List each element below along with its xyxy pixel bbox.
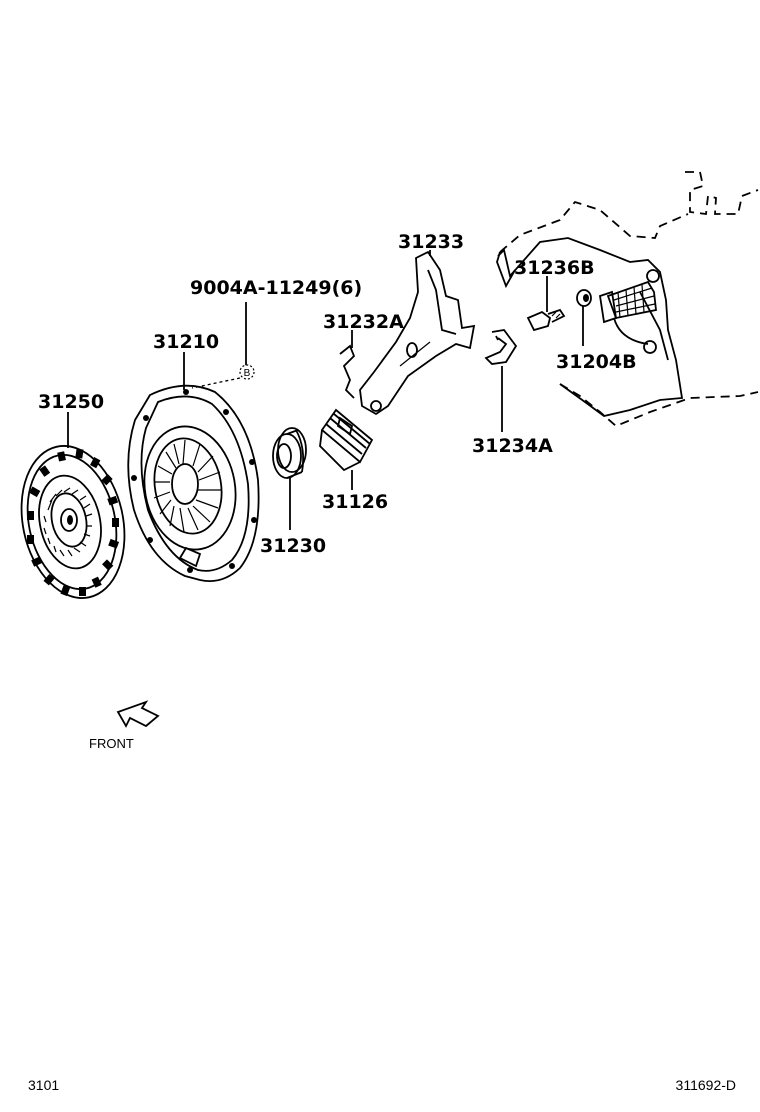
spring-clip — [339, 344, 356, 399]
clip-ring — [576, 289, 592, 307]
front-arrow-icon — [116, 700, 160, 728]
part-label-31236b: 31236B — [514, 257, 595, 279]
front-label: FRONT — [89, 736, 134, 751]
footer-right-code: 311692-D — [676, 1077, 736, 1093]
leader-lines — [67, 250, 584, 530]
release-fork — [359, 250, 476, 416]
reference-marker-b-label: B — [244, 368, 251, 379]
transmission-housing — [496, 171, 759, 428]
part-label-31234a: 31234A — [472, 435, 553, 457]
part-label-31233: 31233 — [398, 231, 464, 253]
release-fork-boot — [319, 408, 374, 472]
front-direction-indicator: FRONT — [89, 700, 160, 751]
part-label-31250: 31250 — [38, 391, 104, 413]
part-label-9004a-11249: 9004A-11249(6) — [190, 277, 362, 299]
pivot-stud — [526, 308, 566, 332]
part-label-31210: 31210 — [153, 331, 219, 353]
part-label-31230: 31230 — [260, 535, 326, 557]
fork-hub-clip — [484, 329, 518, 365]
release-bearing — [272, 427, 307, 479]
footer-left-code: 3101 — [28, 1077, 59, 1093]
clutch-disc — [20, 445, 126, 599]
reference-marker-b: B — [239, 364, 255, 380]
part-label-31232a: 31232A — [323, 311, 404, 333]
part-label-31204b: 31204B — [556, 351, 637, 373]
clutch-cover — [127, 384, 260, 583]
part-label-31126: 31126 — [322, 491, 388, 513]
